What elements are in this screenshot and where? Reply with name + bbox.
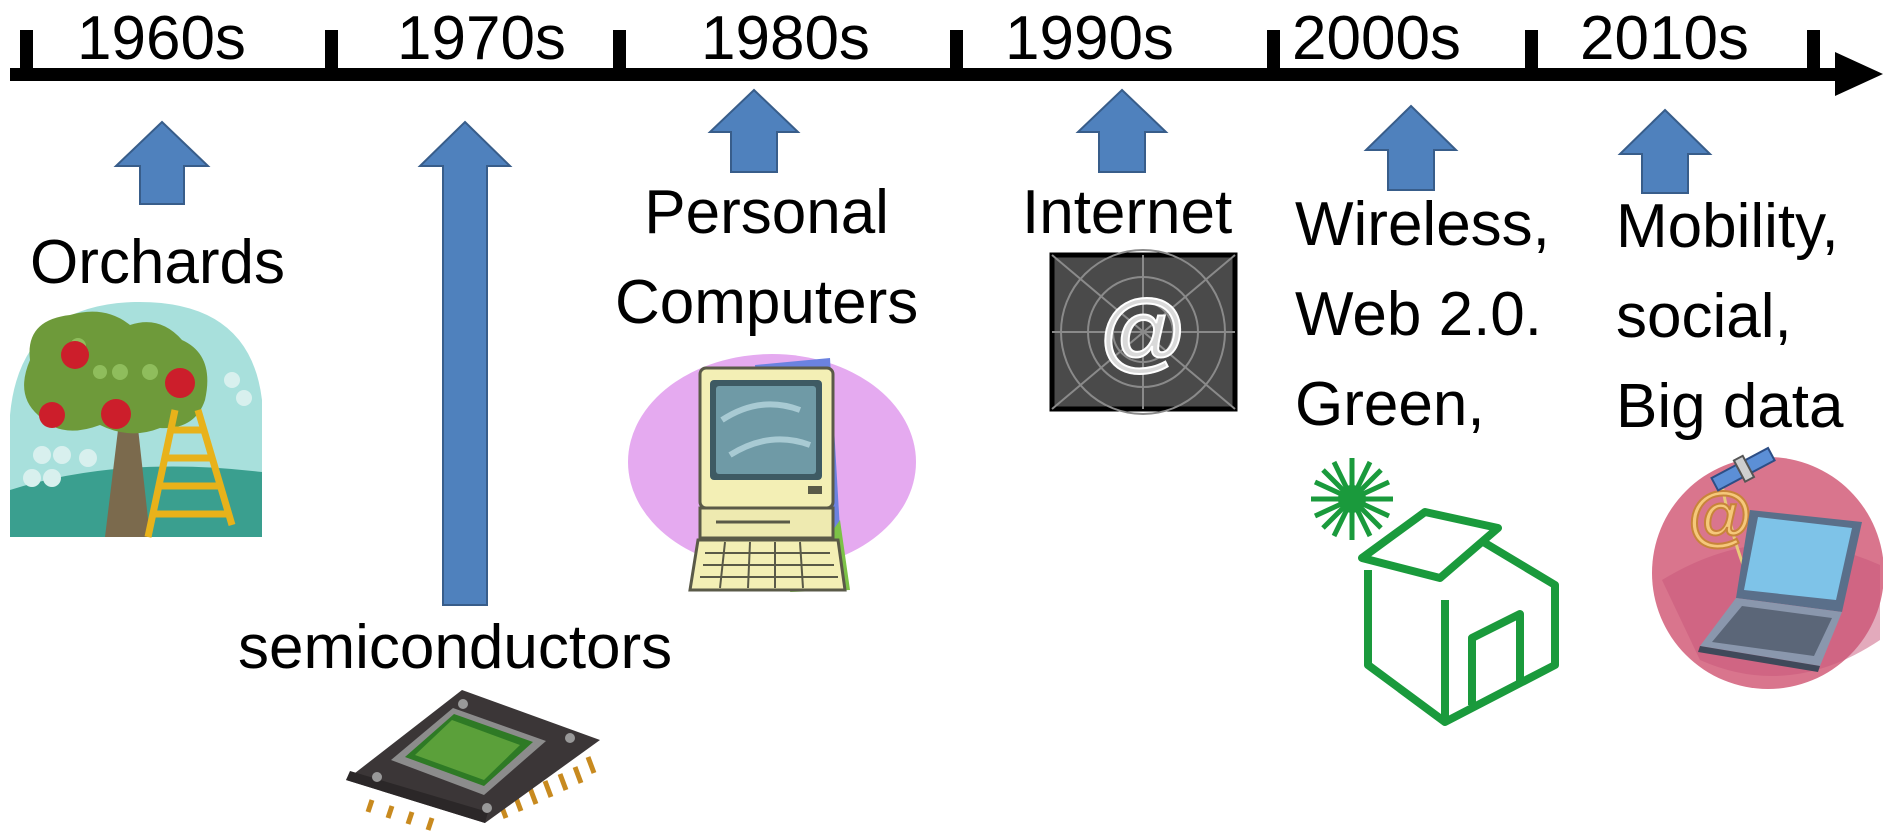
decade-label-2000s: 2000s (1292, 4, 1461, 73)
axis-tick (950, 30, 963, 78)
axis-arrowhead (1835, 52, 1883, 96)
decade-label-1970s: 1970s (397, 4, 566, 73)
event-label-internet: Internet (1022, 178, 1233, 247)
pointer-arrow-mobility (1617, 108, 1713, 194)
axis-tick (1807, 30, 1820, 78)
event-line: Personal (644, 178, 889, 247)
decade-label-1960s: 1960s (77, 4, 246, 73)
microchip-icon (346, 690, 600, 831)
pointer-arrow-personal (707, 88, 801, 173)
event-line: Wireless, (1295, 190, 1550, 259)
axis-tick (20, 30, 33, 78)
axis-tick (613, 30, 626, 78)
event-label-semiconductors: semiconductors (238, 613, 673, 682)
svg-text:@: @ (1098, 282, 1187, 381)
event-label-orchards: Orchards (30, 228, 285, 297)
apple-tree-icon (10, 301, 262, 538)
event-line: Mobility, (1616, 192, 1839, 261)
event-line: Web 2.0. (1295, 280, 1543, 349)
event-label-wireless: Wireless, Web 2.0. Green, (1295, 180, 1550, 450)
pointer-arrow-wireless (1363, 104, 1459, 191)
decade-label-1990s: 1990s (1005, 4, 1174, 73)
axis-tick (1267, 30, 1280, 78)
pointer-arrow-semiconductors (417, 120, 513, 606)
pointer-arrow-orchards (113, 120, 211, 205)
green-house-icon (1311, 458, 1559, 726)
event-line: Green, (1295, 370, 1485, 439)
pointer-arrow-internet (1075, 88, 1169, 173)
event-label-mobility: Mobility, social, Big data (1616, 182, 1844, 452)
axis-tick (1525, 30, 1538, 78)
decade-label-2010s: 2010s (1580, 4, 1749, 73)
axis-line (10, 68, 1845, 81)
event-line: social, (1616, 282, 1792, 351)
decade-label-1980s: 1980s (701, 4, 870, 73)
event-line: Big data (1616, 372, 1844, 441)
axis-tick (325, 30, 338, 78)
svg-text:@: @ (1688, 478, 1752, 552)
event-label-personal-computers: Personal Computers (615, 168, 918, 348)
at-sign-web-icon: @ (1049, 249, 1238, 415)
desktop-computer-icon (628, 354, 916, 592)
event-line: Computers (615, 268, 919, 337)
laptop-satellite-icon: @ (1652, 446, 1883, 689)
